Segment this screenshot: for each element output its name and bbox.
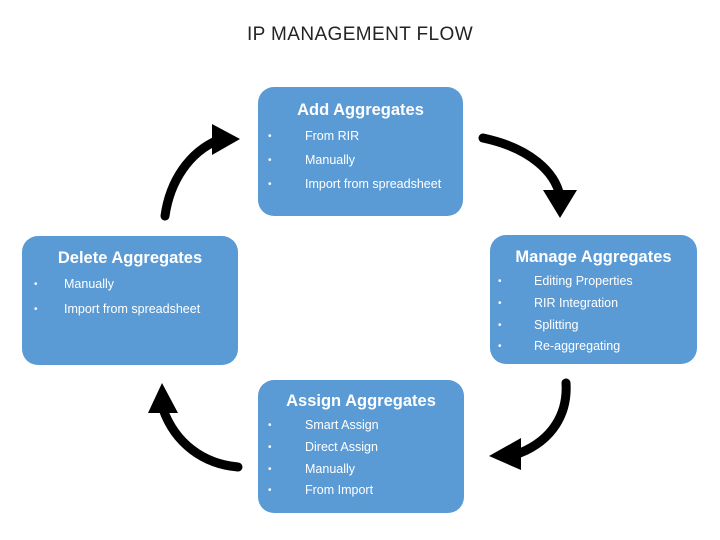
bullet-label: Re-aggregating	[534, 339, 621, 354]
bullet-label: RIR Integration	[534, 295, 619, 310]
list-item: • Smart Assign	[268, 418, 464, 433]
bullet-label: Manually	[64, 277, 115, 292]
list-item: • RIR Integration	[498, 295, 697, 311]
node-manage-aggregates[interactable]: Manage Aggregates • Editing Properties •…	[490, 235, 697, 364]
list-item: • Re-aggregating	[498, 340, 697, 354]
list-item: • Direct Assign	[268, 439, 464, 455]
bullet-list: • From RIR • Manually • Import from spre…	[258, 129, 463, 192]
bullet-label: From Import	[305, 483, 374, 498]
bullet-icon: •	[498, 319, 502, 331]
arrow-delete-to-add	[160, 124, 240, 221]
bullet-icon: •	[268, 463, 272, 475]
bullet-label: Manually	[305, 461, 356, 476]
list-item: • Manually	[268, 152, 463, 168]
bullet-label: Direct Assign	[305, 439, 378, 454]
node-title: Delete Aggregates	[57, 249, 203, 267]
bullet-icon: •	[268, 441, 272, 453]
list-item: • Manually	[34, 277, 238, 292]
bullet-icon: •	[268, 154, 272, 166]
bullet-label: Smart Assign	[305, 418, 379, 433]
bullet-icon: •	[268, 485, 272, 497]
bullet-icon: •	[34, 279, 38, 291]
list-item: • Splitting	[498, 317, 697, 333]
node-add-aggregates[interactable]: Add Aggregates • From RIR • Manually • I…	[258, 87, 463, 216]
bullet-icon: •	[498, 276, 502, 288]
list-item: • From RIR	[268, 129, 463, 144]
node-title: Assign Aggregates	[286, 392, 436, 410]
list-item: • Manually	[268, 461, 464, 477]
bullet-icon: •	[498, 297, 502, 309]
page-title: IP MANAGEMENT FLOW	[246, 24, 474, 45]
list-item: • Import from spreadsheet	[268, 176, 463, 192]
node-title: Add Aggregates	[297, 101, 424, 119]
node-assign-aggregates[interactable]: Assign Aggregates • Smart Assign • Direc…	[258, 380, 464, 513]
bullet-icon: •	[268, 420, 272, 432]
bullet-label: Manually	[305, 152, 356, 167]
arrow-manage-to-assign	[489, 378, 571, 470]
bullet-list: • Manually • Import from spreadsheet	[22, 277, 238, 317]
bullet-icon: •	[34, 303, 38, 315]
bullet-label: Import from spreadsheet	[64, 301, 201, 316]
list-item: • Editing Properties	[498, 274, 697, 289]
bullet-icon: •	[268, 178, 272, 190]
arrow-assign-to-delete	[148, 383, 243, 472]
bullet-label: Splitting	[534, 317, 579, 332]
bullet-list: • Smart Assign • Direct Assign • Manuall…	[258, 418, 464, 498]
node-title: Manage Aggregates	[515, 248, 672, 266]
bullet-label: Editing Properties	[534, 274, 633, 289]
bullet-label: From RIR	[305, 129, 360, 144]
list-item: • From Import	[268, 484, 464, 498]
list-item: • Import from spreadsheet	[34, 301, 238, 317]
bullet-label: Import from spreadsheet	[305, 176, 442, 191]
bullet-icon: •	[268, 131, 272, 143]
node-delete-aggregates[interactable]: Delete Aggregates • Manually • Import fr…	[22, 236, 238, 365]
bullet-list: • Editing Properties • RIR Integration •…	[490, 274, 697, 354]
arrow-add-to-manage	[478, 133, 577, 218]
bullet-icon: •	[498, 341, 502, 353]
